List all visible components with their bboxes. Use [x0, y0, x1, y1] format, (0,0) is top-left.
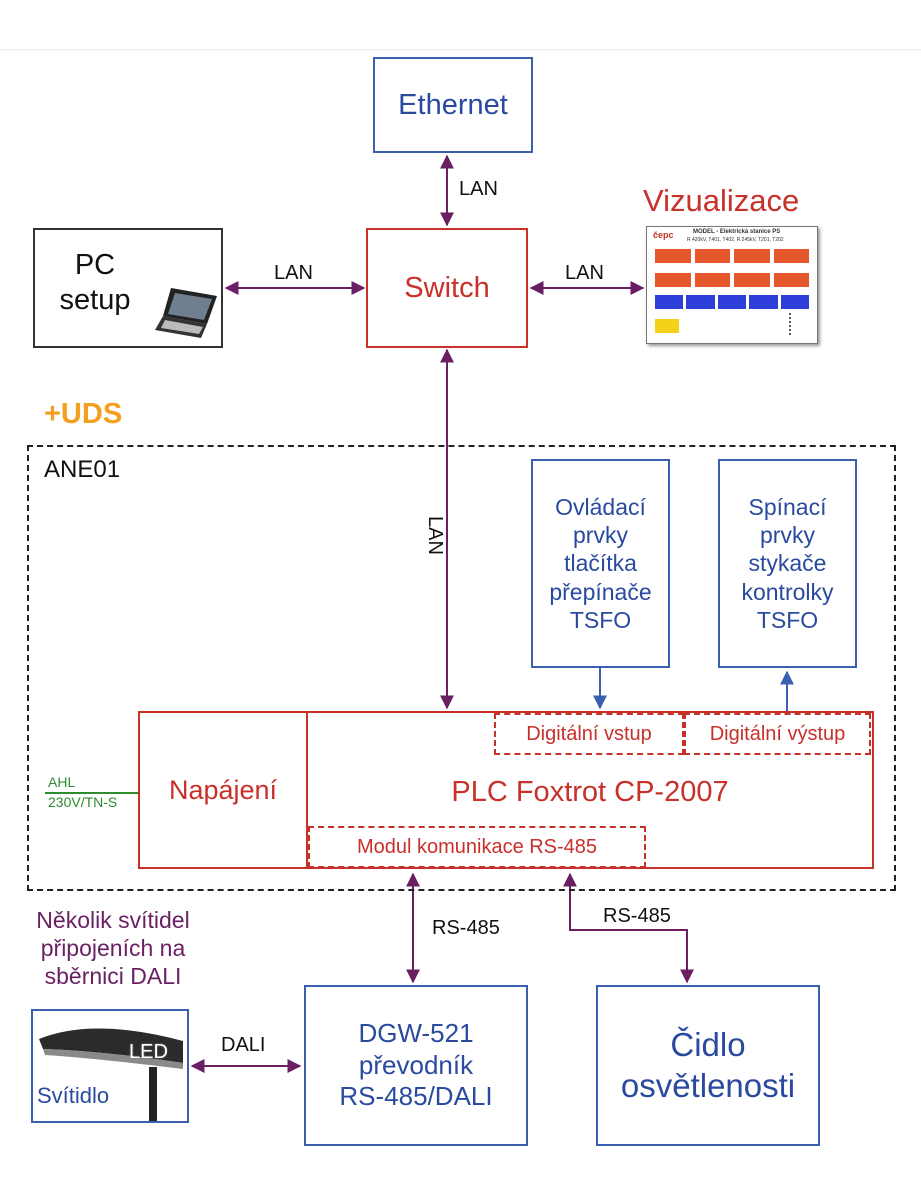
svitidlo-label: Svítidlo [37, 1083, 110, 1108]
screen-logo: čepc [653, 230, 674, 240]
screen-yellow-tile [655, 319, 679, 333]
ethernet-label: Ethernet [398, 88, 508, 121]
vizualizace-title: Vizualizace [643, 183, 800, 218]
screen-row-3 [655, 295, 810, 309]
ovladaci-label: Ovládací prvky tlačítka přepínače TSFO [549, 494, 652, 633]
plc-box: PLC Foxtrot CP-2007 [306, 711, 874, 869]
screen-legend [789, 313, 801, 335]
ovladaci-box: Ovládací prvky tlačítka přepínače TSFO [531, 459, 670, 668]
ethernet-box: Ethernet [373, 57, 533, 153]
dgw-box: DGW-521 převodník RS-485/DALI [304, 985, 528, 1146]
rs485-dgw-label: RS-485 [432, 917, 500, 939]
svitidla-note: Několik svítidel připojeních na sběrnici… [36, 907, 190, 990]
dali-label: DALI [221, 1034, 266, 1056]
svitidlo-box: LED Svítidlo [31, 1009, 189, 1123]
ahl-label: AHL [48, 774, 76, 790]
street-lamp-icon [39, 1028, 183, 1121]
screen-row-2 [655, 273, 809, 287]
cidlo-label: Čidlo osvětlenosti [620, 1026, 796, 1104]
spinaci-label: Spínací prvky stykače kontrolky TSFO [741, 494, 834, 633]
napajeni-box: Napájení [138, 711, 308, 869]
pc-label: PC setup [59, 249, 131, 317]
napajeni-label: Napájení [168, 774, 278, 805]
ane01-enclosure [27, 445, 896, 891]
modul-rs485-label: Modul komunikace RS-485 [356, 835, 598, 858]
digital-input-label: Digitální vstup [526, 722, 652, 745]
plc-label: PLC Foxtrot CP-2007 [451, 776, 729, 808]
power-label: 230V/TN-S [48, 794, 118, 810]
uds-label: +UDS [44, 398, 123, 430]
laptop-icon [155, 288, 217, 338]
lan-pc-label: LAN [274, 262, 313, 284]
led-label: LED [129, 1041, 168, 1063]
pc-box: PC setup [33, 228, 223, 348]
ane01-label: ANE01 [44, 456, 121, 483]
digital-output-box: Digitální výstup [684, 713, 871, 755]
switch-box: Switch [366, 228, 528, 348]
screen-row-1 [655, 249, 809, 263]
modul-rs485-box: Modul komunikace RS-485 [308, 826, 646, 868]
lan-viz-label: LAN [565, 262, 604, 284]
link-plc-cidlo [563, 872, 694, 984]
screen-title: MODEL - Elektrická stanice PS [693, 229, 781, 235]
digital-output-label: Digitální výstup [709, 722, 846, 745]
lan-eth-label: LAN [459, 178, 498, 200]
lan-plc-label: LAN [424, 516, 446, 555]
spinaci-box: Spínací prvky stykače kontrolky TSFO [718, 459, 857, 668]
vizualizace-screen: čepc MODEL - Elektrická stanice PS R 420… [646, 226, 818, 344]
cidlo-box: Čidlo osvětlenosti [596, 985, 820, 1146]
switch-label: Switch [404, 271, 490, 304]
rs485-cidlo-label: RS-485 [603, 905, 671, 927]
screen-subtitle: R 420kV, T401, T402, R 245kV, T201, T202 [687, 237, 784, 243]
digital-input-box: Digitální vstup [494, 713, 684, 755]
dgw-label: DGW-521 převodník RS-485/DALI [339, 1017, 493, 1112]
